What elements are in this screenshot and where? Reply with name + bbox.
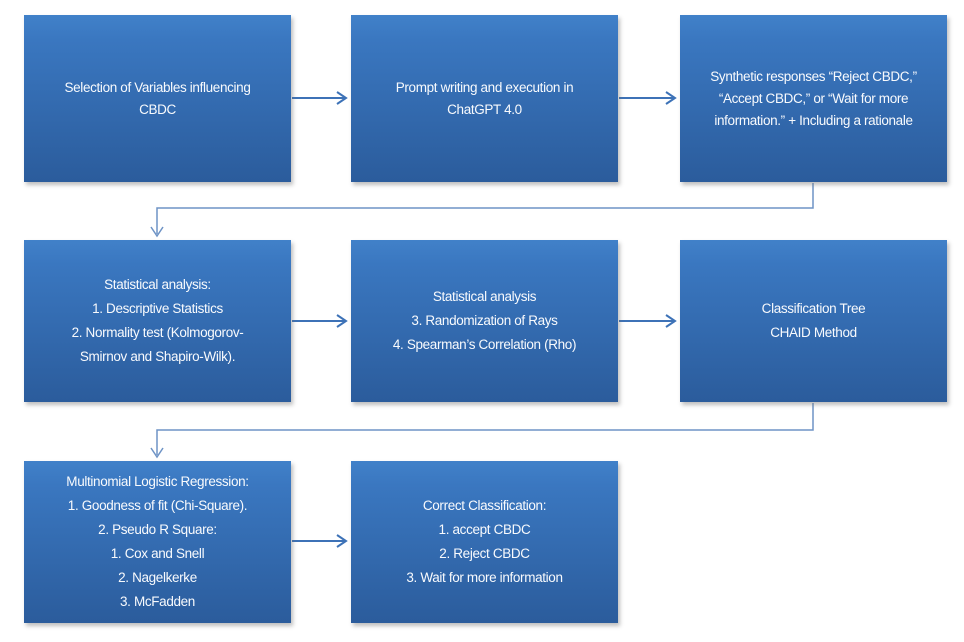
arrow-select-to-prompt <box>292 91 348 105</box>
box-line: 2. Normality test (Kolmogorov- <box>71 325 244 340</box>
elbow-tree-to-multinomial <box>150 403 814 459</box>
box-line: “Accept CBDC,” or “Wait for more <box>718 90 909 106</box>
flow-box-prompt-writing: Prompt writing and execution in ChatGPT … <box>351 15 618 182</box>
box-line: ChatGPT 4.0 <box>447 101 522 117</box>
arrow-stat2-to-tree <box>619 314 677 328</box>
box-line: 4. Spearman’s Correlation (Rho) <box>392 337 577 352</box>
flow-box-correct-classification: Correct Classification: 1. accept CBDC 2… <box>351 461 618 623</box>
box-line: 3. McFadden <box>120 594 195 609</box>
box-line: Statistical analysis <box>432 289 537 304</box>
box-line: Statistical analysis: <box>104 277 211 292</box>
arrow-prompt-to-synthetic <box>619 91 677 105</box>
box-line: Smirnov and Shapiro-Wilk). <box>79 349 236 364</box>
flow-box-classification-tree: Classification Tree CHAID Method <box>680 240 947 402</box>
flow-box-statistical-analysis-2: Statistical analysis 3. Randomization of… <box>351 240 618 402</box>
box-line: Synthetic responses “Reject CBDC,” <box>710 68 917 84</box>
box-line: 3. Wait for more information <box>406 570 563 585</box>
box-line: Selection of Variables influencing <box>64 79 251 95</box>
elbow-synthetic-to-stat1 <box>150 183 814 238</box>
box-line: 2. Nagelkerke <box>118 570 197 585</box>
flow-box-synthetic-responses: Synthetic responses “Reject CBDC,” “Acce… <box>680 15 947 182</box>
box-line: information.” + Including a rationale <box>714 112 913 128</box>
box-line: 2. Pseudo R Square: <box>98 522 217 537</box>
flow-box-select-variables: Selection of Variables influencing CBDC <box>24 15 291 182</box>
box-line: Multinomial Logistic Regression: <box>66 474 249 489</box>
box-line: CHAID Method <box>770 325 857 340</box>
box-line: 1. accept CBDC <box>438 522 531 537</box>
elbow-connectors <box>150 183 814 459</box>
flow-box-multinomial-regression: Multinomial Logistic Regression: 1. Good… <box>24 461 291 623</box>
straight-arrows <box>292 91 677 548</box>
arrow-stat1-to-stat2 <box>292 314 348 328</box>
box-line: 1. Cox and Snell <box>110 546 205 561</box>
box-line: Prompt writing and execution in <box>395 79 574 95</box>
box-line: 1. Goodness of fit (Chi-Square). <box>67 498 248 513</box>
box-line: Correct Classification: <box>422 498 547 513</box>
box-line: 3. Randomization of Rays <box>411 313 558 328</box>
box-line: 2. Reject CBDC <box>439 546 530 561</box>
box-line: CBDC <box>139 101 176 117</box>
arrow-multinomial-to-correct <box>292 534 348 548</box>
box-line: 1. Descriptive Statistics <box>92 301 223 316</box>
flow-box-statistical-analysis-1: Statistical analysis: 1. Descriptive Sta… <box>24 240 291 402</box>
box-line: Classification Tree <box>761 301 866 316</box>
